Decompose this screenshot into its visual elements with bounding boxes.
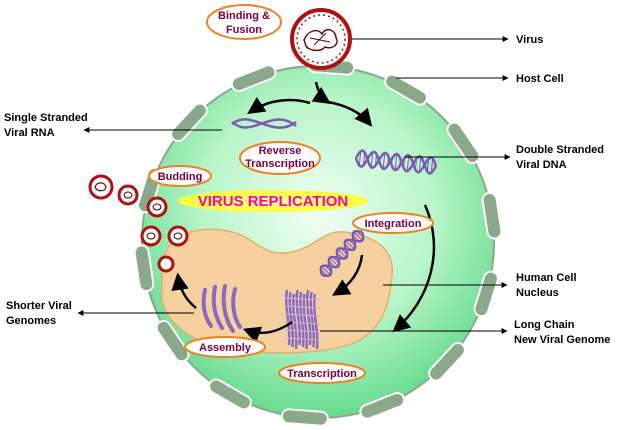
- single-rna-label-line2: Viral RNA: [4, 127, 55, 139]
- genome-strand: [306, 289, 312, 346]
- helix-rung: [353, 231, 363, 241]
- step-budding: Budding: [148, 165, 212, 187]
- budding-label: Budding: [158, 171, 203, 183]
- helix-rung: [329, 257, 339, 267]
- membrane-segment: [359, 391, 406, 420]
- helix-rung: [370, 151, 374, 168]
- virion-4: [140, 225, 162, 247]
- genome-strand: [313, 293, 319, 350]
- virus-label: Virus: [516, 34, 543, 46]
- step-reverse-transcription: Reverse Transcription: [239, 141, 321, 175]
- membrane-segment: [230, 64, 277, 93]
- long-chain-label-line2: New Viral Genome: [514, 334, 610, 346]
- helix-strand: [319, 230, 363, 276]
- virus-particle: [290, 8, 352, 70]
- virion-3: [146, 196, 168, 218]
- helix-rung: [321, 266, 331, 276]
- helix-rung: [394, 153, 398, 171]
- membrane-segment: [280, 408, 329, 427]
- assembly-label: Assembly: [199, 342, 252, 354]
- external-labels: Virus Host Cell Single Stranded Viral RN…: [4, 34, 610, 346]
- helix-strand: [354, 150, 438, 175]
- genome-band: [283, 337, 322, 341]
- membrane-segment: [384, 73, 428, 106]
- long-chain-label-line1: Long Chain: [514, 319, 575, 331]
- helix-strand: [354, 149, 438, 174]
- transcription-label: Transcription: [287, 368, 357, 380]
- helix-rung: [345, 240, 355, 250]
- host-cell-label: Host Cell: [516, 73, 564, 85]
- membrane-segment: [208, 378, 252, 411]
- membrane-segment: [428, 341, 466, 382]
- virion-6: [157, 255, 175, 273]
- shorter-genomes-label-line1: Shorter Viral: [6, 300, 72, 312]
- genome-band: [283, 305, 322, 309]
- title-banner: VIRUS REPLICATION: [178, 190, 368, 212]
- long-chain-genome-bundle: [283, 289, 322, 350]
- genome-strand: [309, 291, 316, 348]
- page-title: VIRUS REPLICATION: [198, 193, 349, 210]
- membrane-segment: [155, 319, 190, 363]
- step-integration: Integration: [352, 212, 434, 234]
- helix-rung: [358, 151, 362, 166]
- helix-rung: [430, 158, 434, 173]
- nucleus-label-line2: Nucleus: [516, 287, 559, 299]
- membrane-segment: [170, 102, 208, 143]
- double-dna-label-line2: Viral DNA: [516, 159, 567, 171]
- genome-band: [283, 329, 322, 333]
- double-stranded-dna: [354, 149, 438, 175]
- short-genomes: [201, 284, 242, 333]
- membrane-segment: [481, 191, 503, 240]
- reverse-label-line2: Transcription: [245, 158, 315, 170]
- shorter-genomes-label-line2: Genomes: [6, 315, 56, 327]
- genome-band: [283, 313, 322, 317]
- helix-rung: [418, 156, 422, 173]
- budding-virions: [88, 174, 189, 273]
- integration-label: Integration: [365, 218, 422, 230]
- integrated-dna: [319, 230, 365, 277]
- genome-band: [283, 297, 322, 301]
- step-binding: Binding & Fusion: [206, 4, 282, 40]
- step-transcription: Transcription: [278, 362, 366, 384]
- virion-2: [117, 184, 139, 206]
- helix-rung: [382, 152, 386, 169]
- helix-strand: [321, 231, 365, 277]
- membrane-segment: [473, 270, 499, 318]
- binding-label-line2: Fusion: [226, 24, 262, 36]
- helix-rung: [406, 155, 410, 172]
- genome-strand: [295, 289, 302, 346]
- membrane-segment: [446, 121, 481, 165]
- genome-strand: [299, 291, 305, 348]
- leader-lines: [77, 36, 511, 334]
- genome-strand: [285, 289, 291, 346]
- double-dna-label-line1: Double Stranded: [516, 144, 604, 156]
- genome-strand: [302, 293, 309, 350]
- virion-5: [167, 225, 189, 247]
- nucleus-label-line1: Human Cell: [516, 272, 577, 284]
- binding-label-line1: Binding &: [218, 10, 270, 22]
- single-rna-label-line1: Single Stranded: [4, 112, 88, 124]
- reverse-label-line1: Reverse: [259, 145, 302, 157]
- step-assembly: Assembly: [184, 336, 266, 358]
- genome-strand: [288, 291, 295, 348]
- virion-1: [88, 174, 114, 200]
- single-stranded-rna: [231, 118, 297, 129]
- helix-rung: [337, 249, 347, 258]
- membrane-segment: [133, 244, 155, 293]
